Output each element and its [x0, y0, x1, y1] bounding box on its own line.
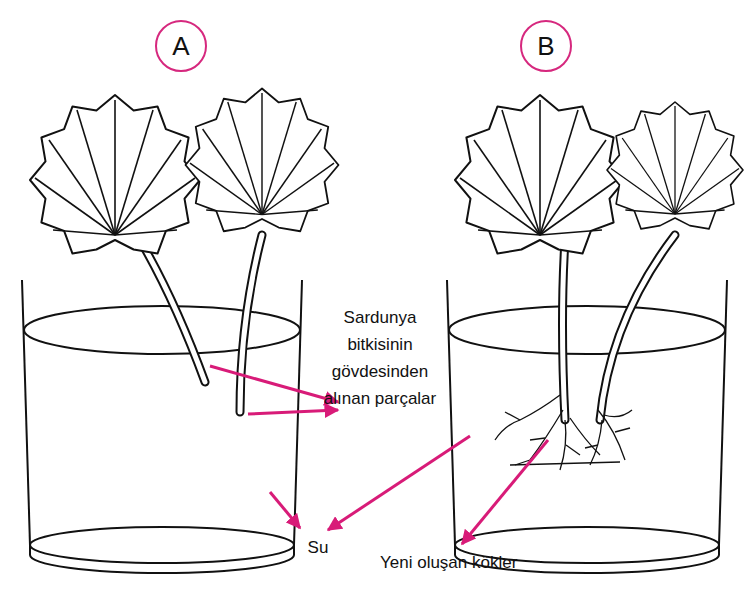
- callout-label: Yeni oluşan kökler: [380, 549, 620, 576]
- callout-label: Sardunya bitkisinin gövdesinden alınan p…: [312, 304, 448, 412]
- circle-label: A: [155, 20, 207, 72]
- callout-label: Su: [298, 534, 338, 561]
- circle-label: B: [520, 20, 572, 72]
- circle-letter: A: [172, 33, 189, 59]
- circle-letter: B: [537, 33, 554, 59]
